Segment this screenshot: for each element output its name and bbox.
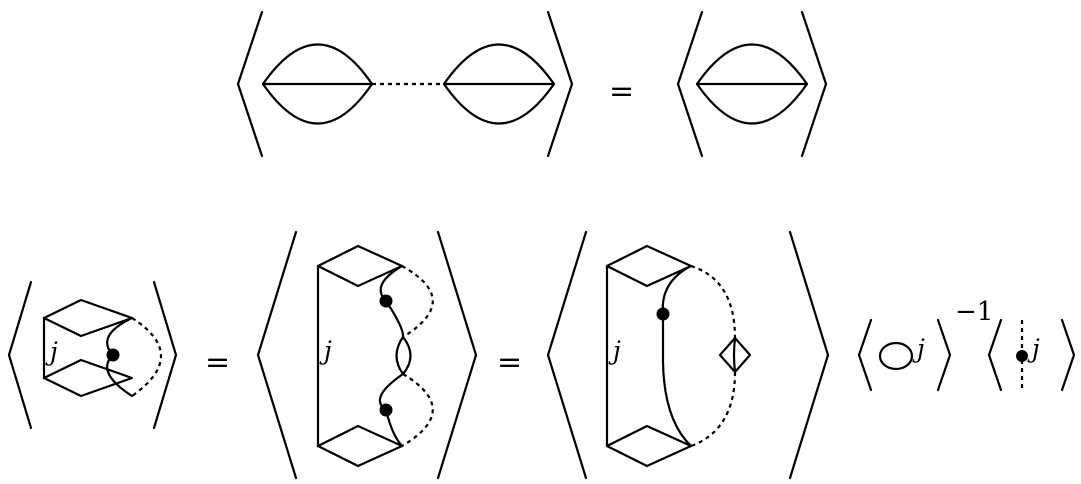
left-angle-bracket bbox=[857, 318, 873, 392]
exponent: −1 bbox=[955, 297, 993, 327]
left-angle-bracket bbox=[546, 230, 588, 480]
label-j: j bbox=[1027, 334, 1040, 363]
right-angle-bracket bbox=[936, 318, 952, 392]
right-angle-bracket bbox=[152, 280, 178, 430]
equals-sign: = bbox=[497, 345, 522, 380]
bottom-equation: j = j = bbox=[7, 230, 1076, 480]
right-angle-bracket bbox=[800, 10, 828, 158]
right-angle-bracket bbox=[436, 230, 478, 480]
vertex-dot bbox=[656, 307, 670, 321]
equals-sign: = bbox=[609, 74, 634, 109]
vertex-dot bbox=[379, 294, 393, 308]
prism-graph-small: j bbox=[42, 298, 162, 398]
label-j: j bbox=[608, 336, 621, 365]
vertex-dot bbox=[379, 403, 393, 417]
prism-graph-expanded: j bbox=[316, 244, 434, 468]
label-j: j bbox=[912, 334, 925, 363]
equals-sign: = bbox=[205, 345, 230, 380]
left-angle-bracket bbox=[236, 10, 264, 158]
theta-graph-right bbox=[442, 43, 556, 125]
left-angle-bracket bbox=[7, 280, 33, 430]
left-angle-bracket bbox=[676, 10, 704, 158]
left-angle-bracket bbox=[256, 230, 298, 480]
top-equation: = bbox=[236, 10, 828, 158]
loop-circle bbox=[878, 341, 914, 371]
right-angle-bracket bbox=[788, 230, 830, 480]
vertex-dot bbox=[1016, 350, 1028, 362]
label-j: j bbox=[45, 337, 58, 366]
left-angle-bracket bbox=[987, 318, 1003, 392]
theta-graph-single bbox=[695, 43, 809, 125]
right-angle-bracket bbox=[546, 10, 574, 158]
vertex-dot bbox=[106, 348, 120, 362]
theta-graph-left bbox=[261, 43, 374, 125]
right-angle-bracket bbox=[1060, 318, 1076, 392]
prism-graph-simplified: j bbox=[605, 244, 752, 468]
label-j: j bbox=[319, 336, 332, 365]
